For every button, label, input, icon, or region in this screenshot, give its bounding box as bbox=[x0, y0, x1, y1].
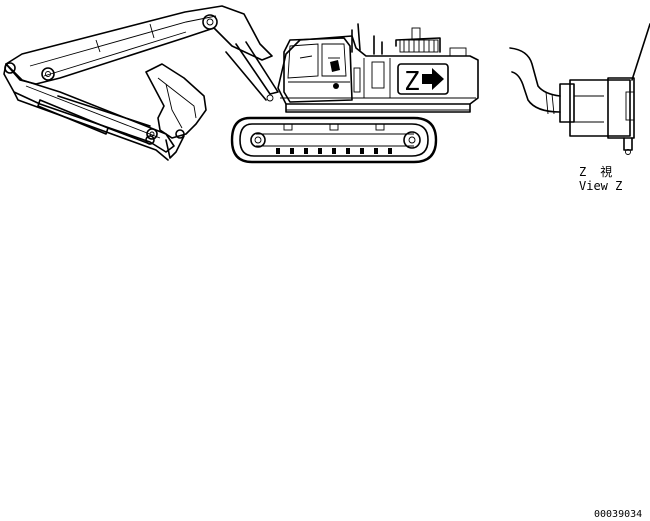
upper-structure bbox=[277, 35, 479, 113]
handrails bbox=[351, 23, 441, 55]
track-rollers bbox=[250, 123, 421, 154]
view-z-letter: Z bbox=[404, 67, 420, 97]
air-cleaner-housing bbox=[559, 77, 635, 155]
drawing-number: 00039034 bbox=[594, 509, 643, 520]
leader-line bbox=[631, 23, 650, 81]
view-z-marker: Z bbox=[397, 63, 449, 97]
side-panels bbox=[353, 58, 391, 98]
view-direction-arrow bbox=[422, 68, 444, 90]
crawler-track bbox=[230, 116, 438, 164]
hydraulic-cylinders bbox=[37, 41, 279, 145]
bucket bbox=[145, 63, 207, 159]
view-caption-jp: Z 視 bbox=[579, 165, 614, 179]
cab bbox=[283, 37, 353, 103]
engine-grille bbox=[399, 27, 467, 57]
boom bbox=[5, 5, 273, 85]
arm bbox=[3, 62, 175, 161]
excavator-illustration: Z bbox=[3, 5, 479, 164]
view-z-detail bbox=[509, 23, 650, 155]
view-caption-en: View Z bbox=[579, 179, 623, 193]
intake-hose bbox=[509, 47, 561, 115]
